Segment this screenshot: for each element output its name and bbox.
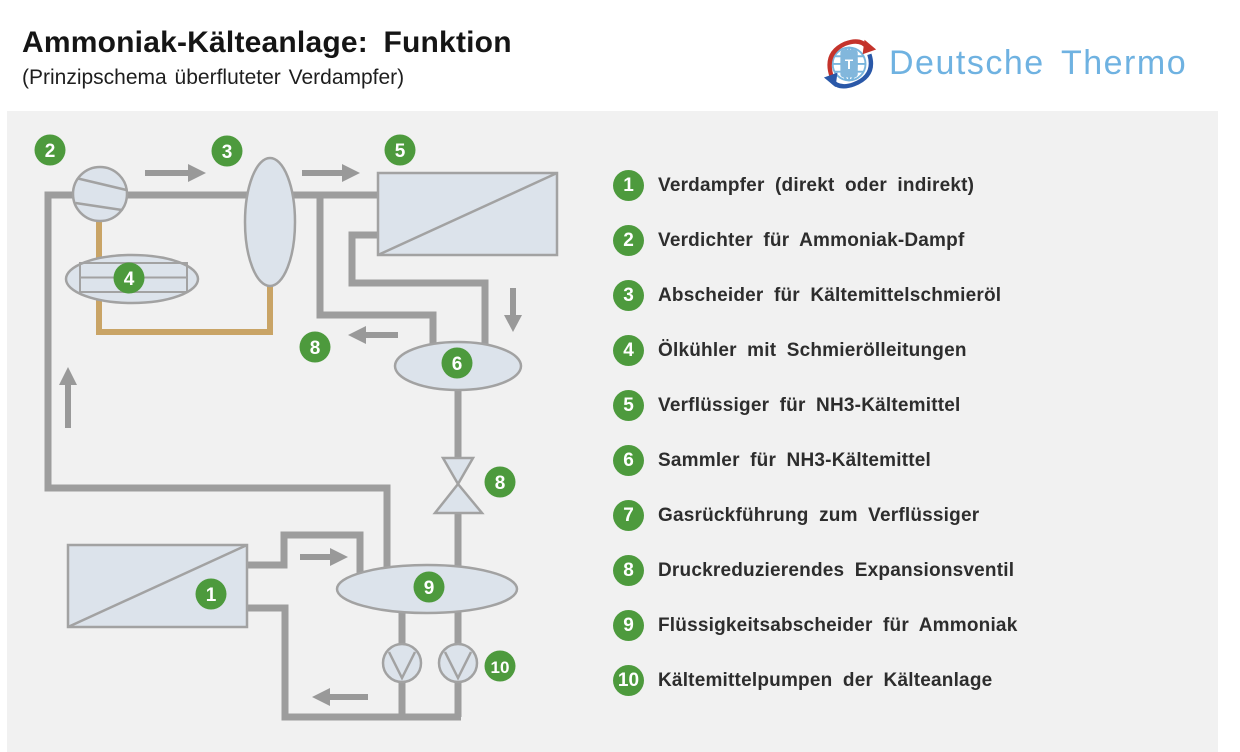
- refrigeration-schematic: 2 3 5 4 8 6 8: [34, 134, 559, 721]
- legend-item: 3 Abscheider für Kältemittelschmieröl: [613, 280, 1017, 311]
- legend-item: 4 Ölkühler mit Schmierölleitungen: [613, 335, 1017, 366]
- legend-badge: 9: [613, 610, 644, 641]
- page-header: Ammoniak-Kälteanlage: Funktion (Prinzips…: [22, 26, 512, 91]
- diagram-badges: 2 3 5 4 8 6 8: [34, 134, 516, 682]
- evaporator-outlet-pipe: [247, 531, 364, 575]
- badge-compressor: 2: [34, 134, 66, 166]
- legend-label: Verdichter für Ammoniak-Dampf: [658, 229, 965, 251]
- legend-item: 9 Flüssigkeitsabscheider für Ammoniak: [613, 610, 1017, 641]
- legend-item: 2 Verdichter für Ammoniak-Dampf: [613, 225, 1017, 256]
- logo-wordmark: Deutsche Thermo: [889, 43, 1188, 82]
- svg-text:4: 4: [124, 269, 135, 290]
- flow-arrow-down-receiver: [504, 288, 522, 332]
- oil-separator-symbol: [243, 156, 297, 288]
- legend-badge: 8: [613, 555, 644, 586]
- flow-arrow-right-evaporator-out: [300, 548, 348, 566]
- page-title: Ammoniak-Kälteanlage: Funktion: [22, 26, 512, 59]
- legend-item: 6 Sammler für NH3-Kältemittel: [613, 445, 1017, 476]
- legend: 1 Verdampfer (direkt oder indirekt) 2 Ve…: [613, 170, 1017, 720]
- pump2-symbol: [437, 642, 479, 684]
- svg-text:5: 5: [395, 141, 406, 162]
- svg-text:2: 2: [45, 141, 56, 162]
- legend-badge: 7: [613, 500, 644, 531]
- legend-label: Sammler für NH3-Kältemittel: [658, 449, 932, 471]
- legend-badge: 6: [613, 445, 644, 476]
- globe-logo-icon: T: [823, 39, 877, 89]
- svg-text:6: 6: [452, 354, 463, 375]
- legend-item: 7 Gasrückführung zum Verflüssiger: [613, 500, 1017, 531]
- badge-oil-cooler: 4: [113, 262, 145, 294]
- badge-evaporator: 1: [195, 578, 227, 610]
- legend-item: 10 Kältemittelpumpen der Kälteanlage: [613, 665, 1017, 696]
- thermo-monogram: T: [840, 49, 858, 78]
- legend-badge: 10: [613, 665, 644, 696]
- flow-arrows: [59, 164, 522, 706]
- legend-label: Druckreduzierendes Expansionsventil: [658, 559, 1015, 581]
- svg-text:T: T: [845, 57, 854, 72]
- badge-condenser: 5: [384, 134, 416, 166]
- badge-receiver: 6: [441, 347, 473, 379]
- badge-expansion-valve: 8: [484, 466, 516, 498]
- badge-pumps: 10: [484, 650, 516, 682]
- page-subtitle: (Prinzipschema überfluteter Verdampfer): [22, 66, 405, 89]
- legend-item: 8 Druckreduzierendes Expansionsventil: [613, 555, 1017, 586]
- compressor-symbol: [71, 165, 129, 223]
- flow-arrow-left-pump-return: [312, 688, 368, 706]
- flow-arrow-right-compressor: [145, 164, 206, 182]
- legend-badge: 2: [613, 225, 644, 256]
- svg-text:10: 10: [491, 658, 510, 677]
- legend-label: Ölkühler mit Schmierölleitungen: [658, 339, 967, 361]
- svg-text:9: 9: [424, 578, 435, 599]
- flow-arrow-right-condenser: [302, 164, 360, 182]
- condenser-outlet-pipe: [348, 231, 489, 350]
- flow-arrow-left-gas-return: [348, 326, 398, 344]
- svg-text:3: 3: [222, 142, 233, 163]
- legend-label: Abscheider für Kältemittelschmieröl: [658, 284, 1002, 306]
- legend-label: Verdampfer (direkt oder indirekt): [658, 174, 975, 196]
- expansion-valve-symbol: [432, 456, 485, 515]
- red-arrow-icon: [827, 39, 877, 78]
- badge-gas-return-valve: 8: [299, 331, 331, 363]
- legend-label: Verflüssiger für NH3-Kältemittel: [658, 394, 961, 416]
- suction-discharge-pipe: [44, 191, 391, 570]
- legend-badge: 1: [613, 170, 644, 201]
- svg-text:8: 8: [310, 338, 321, 359]
- badge-oil-separator: 3: [211, 135, 243, 167]
- legend-label: Flüssigkeitsabscheider für Ammoniak: [658, 614, 1018, 636]
- company-logo: T Deutsche Thermo: [822, 34, 1187, 92]
- pump1-symbol: [381, 642, 423, 684]
- legend-label: Kältemittelpumpen der Kälteanlage: [658, 669, 993, 691]
- gas-return-pipe: [316, 195, 437, 350]
- svg-text:1: 1: [206, 585, 217, 606]
- condenser-symbol: [376, 171, 559, 257]
- legend-item: 1 Verdampfer (direkt oder indirekt): [613, 170, 1017, 201]
- pump-return-pipe: [247, 604, 461, 721]
- legend-badge: 3: [613, 280, 644, 311]
- components: [64, 156, 559, 684]
- legend-badge: 5: [613, 390, 644, 421]
- legend-badge: 4: [613, 335, 644, 366]
- diagram-panel: 2 3 5 4 8 6 8: [7, 111, 1218, 752]
- pipe-network: [44, 191, 489, 721]
- legend-item: 5 Verflüssiger für NH3-Kältemittel: [613, 390, 1017, 421]
- legend-label: Gasrückführung zum Verflüssiger: [658, 504, 980, 526]
- flow-arrow-up-suction: [59, 367, 77, 428]
- badge-liquid-separator: 9: [413, 571, 445, 603]
- svg-text:8: 8: [495, 473, 506, 494]
